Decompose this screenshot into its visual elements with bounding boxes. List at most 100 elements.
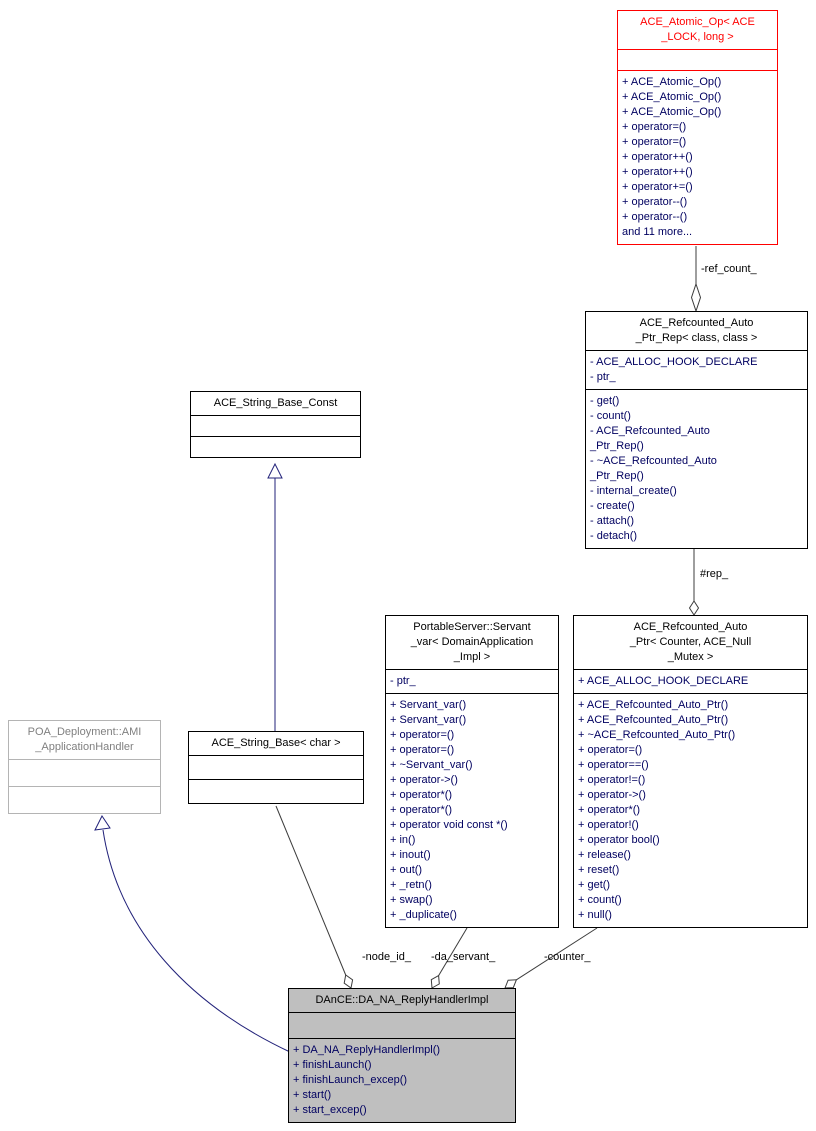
method-item: + operator=() [622, 136, 687, 148]
method-item: + Servant_var() [390, 714, 467, 726]
method-item: + operator=() [622, 121, 687, 133]
method-item: + ~Servant_var() [390, 759, 473, 771]
aggregation-diamond-counter-icon [504, 979, 518, 989]
attributes-section-empty [9, 759, 160, 786]
method-item: + _duplicate() [390, 909, 457, 921]
aggregation-diamond-da-servant-icon [430, 974, 440, 989]
class-title: POA_Deployment::AMI _ApplicationHandler [27, 726, 142, 753]
class-portableserver-servant-var[interactable]: PortableServer::Servant _var< DomainAppl… [385, 615, 559, 928]
method-item: + operator==() [578, 759, 649, 771]
method-item: + operator*() [390, 804, 453, 816]
method-item: + operator->() [390, 774, 458, 786]
method-item: + DA_NA_ReplyHandlerImpl() [293, 1044, 441, 1056]
methods-section-empty [9, 786, 160, 813]
method-item: + operator*() [390, 789, 453, 801]
method-item: + ACE_Atomic_Op() [622, 91, 722, 103]
class-title: ACE_Refcounted_Auto _Ptr< Counter, ACE_N… [629, 621, 752, 663]
inheritance-triangle-ami-handler-icon [94, 815, 111, 831]
method-item: + ~ACE_Refcounted_Auto_Ptr() [578, 729, 736, 741]
method-item: + inout() [390, 849, 431, 861]
attribute-item: - ACE_ALLOC_HOOK_DECLARE [590, 356, 758, 368]
method-item: + operator bool() [578, 834, 660, 846]
method-item: - get() [590, 395, 620, 407]
attributes-section: + ACE_ALLOC_HOOK_DECLARE [574, 669, 807, 693]
method-item: + operator!=() [578, 774, 646, 786]
class-title: PortableServer::Servant _var< DomainAppl… [410, 621, 534, 663]
method-item: + null() [578, 909, 612, 921]
method-item: + operator--() [622, 196, 688, 208]
method-item: - detach() [590, 530, 638, 542]
edge-counter [516, 927, 598, 981]
class-ace-string-base-char[interactable]: ACE_String_Base< char > [188, 731, 364, 804]
method-item: + count() [578, 894, 622, 906]
edge-label-node-id: -node_id_ [362, 951, 411, 963]
methods-section-empty [189, 779, 363, 803]
method-item: + operator=() [390, 729, 455, 741]
attributes-section-empty [189, 755, 363, 779]
aggregation-diamond-node-id-icon [343, 974, 354, 989]
method-item: + in() [390, 834, 416, 846]
attributes-section-empty [191, 415, 360, 436]
method-item: - count() [590, 410, 631, 422]
method-item: + finishLaunch_excep() [293, 1074, 408, 1086]
method-item: + out() [390, 864, 423, 876]
attributes-section-empty [618, 49, 777, 70]
class-title: ACE_Refcounted_Auto _Ptr_Rep< class, cla… [635, 317, 758, 344]
method-item: + operator--() [622, 211, 688, 223]
method-item: + operator+=() [622, 181, 693, 193]
class-title: ACE_Atomic_Op< ACE _LOCK, long > [640, 16, 755, 43]
edge-label-rep: #rep_ [700, 568, 729, 580]
method-item: + operator=() [578, 744, 643, 756]
method-item: + operator!() [578, 819, 639, 831]
attribute-item: + ACE_ALLOC_HOOK_DECLARE [578, 675, 749, 687]
method-item: - attach() [590, 515, 635, 527]
method-item: + operator=() [390, 744, 455, 756]
attributes-section-empty [289, 1012, 515, 1038]
attributes-section: - ACE_ALLOC_HOOK_DECLARE - ptr_ [586, 350, 807, 389]
inheritance-triangle-string-base-const-icon [267, 462, 283, 479]
edge-label-counter: -counter_ [544, 951, 591, 963]
method-item: + reset() [578, 864, 620, 876]
class-ace-refcounted-auto-ptr-rep[interactable]: ACE_Refcounted_Auto _Ptr_Rep< class, cla… [585, 311, 808, 549]
method-item: and 11 more... [622, 226, 693, 238]
method-item: + operator void const *() [390, 819, 508, 831]
method-item: + start() [293, 1089, 332, 1101]
methods-section: + Servant_var() + Servant_var() + operator… [386, 693, 558, 927]
method-item: + swap() [390, 894, 433, 906]
method-item: + start_excep() [293, 1104, 367, 1116]
edge-label-da-servant: -da_servant_ [431, 951, 496, 963]
method-item: - ACE_Refcounted_Auto _Ptr_Rep() [590, 425, 710, 452]
class-ace-refcounted-auto-ptr[interactable]: ACE_Refcounted_Auto _Ptr< Counter, ACE_N… [573, 615, 808, 928]
method-item: + ACE_Atomic_Op() [622, 106, 722, 118]
class-title: ACE_String_Base< char > [211, 737, 341, 749]
methods-section-empty [191, 436, 360, 457]
edge-node-id [275, 805, 347, 976]
method-item: + _retn() [390, 879, 432, 891]
method-item: + operator++() [622, 151, 693, 163]
attributes-section: - ptr_ [386, 669, 558, 693]
class-poa-deployment-ami-applicationhandler[interactable]: POA_Deployment::AMI _ApplicationHandler [8, 720, 161, 814]
method-item: + get() [578, 879, 611, 891]
methods-section: + ACE_Refcounted_Auto_Ptr() + ACE_Refcoun… [574, 693, 807, 927]
method-item: + ACE_Refcounted_Auto_Ptr() [578, 699, 729, 711]
method-item: + Servant_var() [390, 699, 467, 711]
methods-section: - get() - count() - ACE_Refcounted_Auto _P… [586, 389, 807, 548]
method-item: - create() [590, 500, 635, 512]
method-item: + ACE_Atomic_Op() [622, 76, 722, 88]
method-item: + ACE_Refcounted_Auto_Ptr() [578, 714, 729, 726]
class-dance-da-na-replyhandlerimpl[interactable]: DAnCE::DA_NA_ReplyHandlerImpl + DA_NA_Re… [288, 988, 516, 1123]
method-item: - ~ACE_Refcounted_Auto _Ptr_Rep() [590, 455, 717, 482]
method-item: + release() [578, 849, 631, 861]
class-ace-string-base-const[interactable]: ACE_String_Base_Const [190, 391, 361, 458]
method-item: + finishLaunch() [293, 1059, 372, 1071]
method-item: + operator++() [622, 166, 693, 178]
edge-inheritance-ami-handler [102, 829, 291, 1053]
attribute-item: - ptr_ [390, 675, 416, 687]
class-title: ACE_String_Base_Const [213, 397, 338, 409]
edge-da-servant [438, 927, 468, 976]
method-item: + operator->() [578, 789, 646, 801]
class-ace-atomic-op[interactable]: ACE_Atomic_Op< ACE _LOCK, long > + ACE_A… [617, 10, 778, 245]
attribute-item: - ptr_ [590, 371, 616, 383]
